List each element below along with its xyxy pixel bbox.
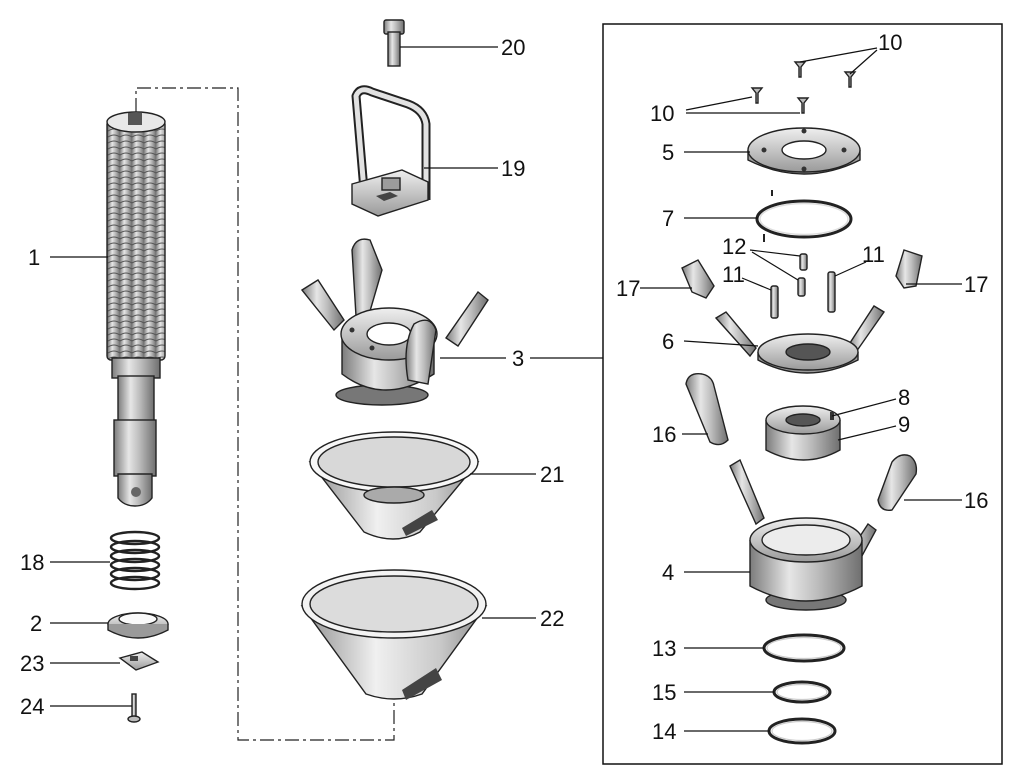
- callout-22: 22: [540, 606, 564, 631]
- part-12-pins: [797, 253, 808, 297]
- leader-lines: [50, 46, 962, 732]
- callout-16-left: 16: [652, 422, 676, 447]
- part-17-grip-left: [681, 259, 715, 299]
- callout-7: 7: [662, 206, 674, 231]
- callout-2: 2: [30, 611, 42, 636]
- part-1-threaded-spindle: [106, 111, 166, 507]
- part-14-o-ring: [767, 717, 837, 745]
- callout-3: 3: [512, 346, 524, 371]
- callout-10-top: 10: [878, 30, 902, 55]
- assembly-path-line: [135, 87, 395, 741]
- part-24-screw: [127, 693, 141, 723]
- callout-11-left: 11: [722, 262, 745, 287]
- callout-17-right: 17: [964, 272, 988, 297]
- part-7-snap-ring: [755, 190, 853, 242]
- callout-6: 6: [662, 329, 674, 354]
- callout-19: 19: [501, 156, 525, 181]
- callout-21: 21: [540, 462, 564, 487]
- callout-12: 12: [722, 234, 746, 259]
- part-16-grip-right: [877, 454, 918, 511]
- part-21-cone: [308, 431, 480, 540]
- callout-1: 1: [28, 245, 40, 270]
- callout-20: 20: [501, 35, 525, 60]
- callout-13: 13: [652, 636, 676, 661]
- part-15-o-ring: [772, 680, 832, 704]
- callout-18: 18: [20, 550, 44, 575]
- callout-8: 8: [898, 385, 910, 410]
- part-5-flange: [747, 127, 861, 175]
- part-23-key: [118, 651, 160, 671]
- callout-11-right: 11: [862, 242, 885, 267]
- part-13-o-ring: [762, 633, 846, 663]
- part-2-collar: [107, 612, 169, 639]
- part-4-housing: [729, 458, 877, 611]
- callout-23: 23: [20, 651, 44, 676]
- part-22-cone: [300, 569, 488, 700]
- callout-9: 9: [898, 412, 910, 437]
- callout-14: 14: [652, 719, 676, 744]
- part-19-lift-handle: [351, 85, 431, 217]
- callout-15: 15: [652, 680, 676, 705]
- callout-17-left: 17: [616, 276, 640, 301]
- part-17-grip-right: [895, 249, 923, 289]
- part-6-spider-plate: [714, 305, 886, 374]
- part-3-head-assembly: [300, 238, 489, 406]
- callout-24: 24: [20, 694, 44, 719]
- callout-5: 5: [662, 140, 674, 165]
- callout-16-right: 16: [964, 488, 988, 513]
- callout-4: 4: [662, 560, 674, 585]
- part-10-screws: [750, 61, 857, 114]
- callout-10-left: 10: [650, 101, 674, 126]
- part-18-spring: [109, 530, 161, 591]
- part-8-9-nut: [765, 405, 841, 461]
- part-20-bolt: [383, 19, 405, 67]
- part-11-pins: [770, 271, 836, 319]
- detail-frame: [602, 23, 1003, 765]
- part-16-grip-left: [685, 373, 729, 446]
- callout-labels: 1 18 2 23 24 20 19 3 21 22 10 10 5 7 12 …: [20, 30, 988, 744]
